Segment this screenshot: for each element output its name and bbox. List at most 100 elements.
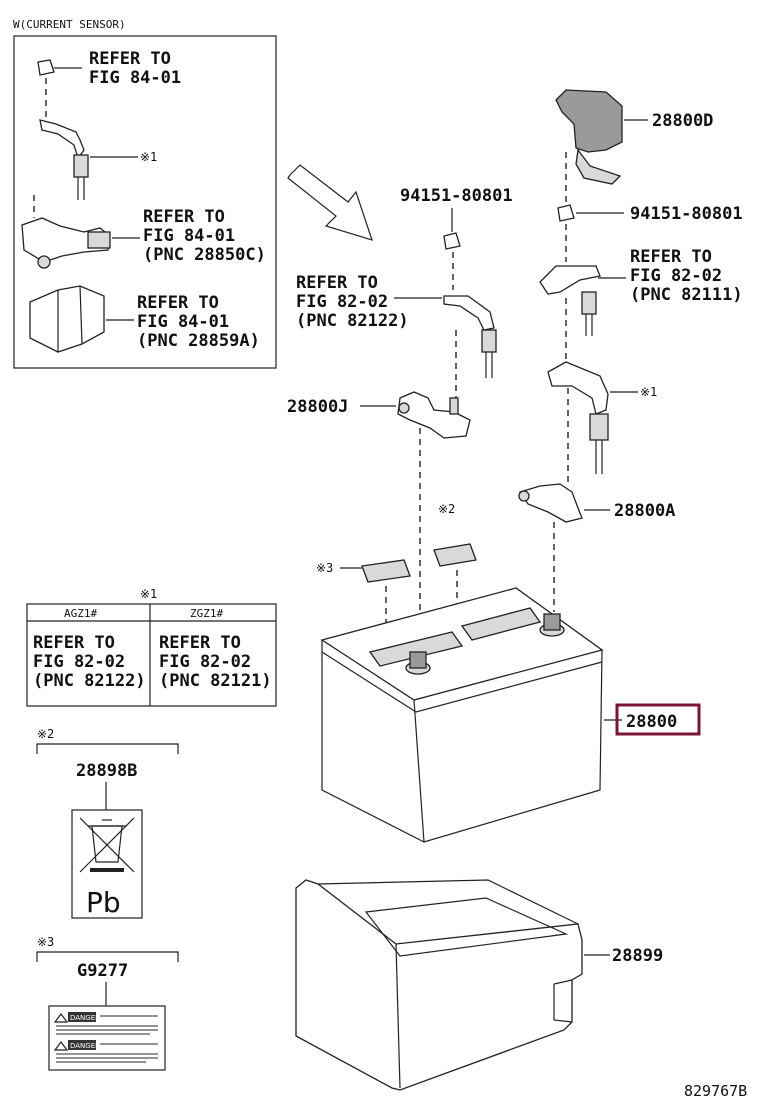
table-cell-2-line2: FIG 82-02 (159, 652, 251, 672)
inset-ref2-line1: REFER TO (143, 207, 225, 227)
table-cell-1-line2: FIG 82-02 (33, 652, 125, 672)
bracket-right-wire (585, 314, 593, 336)
battery-terminal-negative-post (409, 651, 427, 669)
table-cell-2-line3: (PNC 82121) (159, 671, 272, 691)
inset-sensor-plug (87, 231, 111, 249)
clamp-28800a (518, 483, 583, 523)
danger-tag-1-text: DANGER (70, 1014, 100, 1022)
bracket-right: REFER TO FIG 82-02 (PNC 82111) (539, 247, 743, 336)
tray-floor (364, 897, 569, 957)
label-nut-right: 94151-80801 (630, 204, 743, 224)
label-28898b-note: ※2 (37, 727, 54, 741)
inset-ref1-line2: FIG 84-01 (89, 68, 181, 88)
label-g9277-note: ※3 (37, 935, 54, 949)
clamp-28800j-bolt (398, 402, 410, 414)
bracket-right-lower-body (547, 361, 609, 415)
battery-rim (321, 651, 603, 713)
label-g9277-bracket (36, 951, 179, 962)
label-g9277-sticker (48, 1005, 166, 1071)
clamp-28800j-stud (449, 397, 459, 415)
bracket-right-body (539, 265, 601, 295)
crossed-bin-icon (79, 817, 135, 873)
inset-ref3-line2: FIG 84-01 (137, 312, 229, 332)
figure-code: 829767B (684, 1082, 747, 1100)
battery-top-pad-2 (460, 607, 542, 641)
label-g9277-text-block-1: DANGER (53, 1012, 158, 1035)
label-28800d: 28800D (652, 111, 713, 131)
label-28800a: 28800A (614, 501, 675, 521)
table-frame (26, 603, 277, 707)
tray-body (295, 879, 583, 1091)
label-g9277-text-block-2: DANGER (53, 1040, 158, 1063)
ref-right-line1: REFER TO (630, 247, 712, 267)
danger-tag-2 (68, 1040, 96, 1050)
current-sensor-inset: W(CURRENT SENSOR) REFER TO FIG 84-01 ※1 … (13, 18, 277, 369)
inset-ref2-line2: FIG 84-01 (143, 226, 235, 246)
inset-cover (29, 285, 105, 353)
bracket-left-connector (481, 329, 497, 353)
danger-tag-1 (68, 1012, 96, 1022)
highlight-box-28800 (615, 703, 701, 736)
inset-ref3-line1: REFER TO (137, 293, 219, 313)
clamp-28800j (397, 391, 471, 439)
inset-connector (73, 154, 89, 178)
battery-terminal-positive-post (543, 613, 561, 631)
inset-nut (37, 59, 55, 76)
note3-label: ※3 (316, 561, 333, 575)
inset-title: W(CURRENT SENSOR) (13, 18, 126, 31)
positive-clamp: 28800A (518, 483, 675, 523)
label-28898b: ※2 28898B Pb (36, 727, 179, 919)
warning-triangle-icon-1 (53, 1013, 69, 1023)
tray-front-edge (395, 943, 401, 1089)
ref-left-line1: REFER TO (296, 273, 378, 293)
ref-left-line2: FIG 82-02 (296, 292, 388, 312)
ref-right-line3: (PNC 82111) (630, 285, 743, 305)
table-cell-1-line1: REFER TO (33, 633, 115, 653)
inset-sensor-terminal (37, 255, 51, 269)
table-cell-2-line1: REFER TO (159, 633, 241, 653)
inset-cover-edges (57, 285, 83, 352)
label-sticker-3 (361, 559, 411, 583)
bracket-right-lower: ※1 (547, 361, 657, 474)
battery-tray: 28899 (295, 879, 663, 1091)
label-28899: 28899 (612, 946, 663, 966)
bracket-left-body (443, 295, 495, 331)
inset-bracket (39, 119, 85, 160)
label-sticker-2 (433, 543, 477, 567)
label-28898b-sticker (71, 809, 143, 919)
ref-left-line3: (PNC 82122) (296, 311, 409, 331)
cover-28800d (555, 89, 623, 153)
label-g9277-part: G9277 (77, 961, 128, 981)
battery-top-pad-1 (368, 631, 464, 667)
label-nut-left: 94151-80801 (400, 186, 513, 206)
bracket-right-lower-wire (595, 440, 603, 474)
table-cell-1-line3: (PNC 82122) (33, 671, 146, 691)
inset-wire (77, 177, 85, 200)
bracket-right-connector (581, 291, 597, 315)
tray-cutout (553, 979, 573, 1023)
direction-arrow (287, 164, 373, 241)
bracket-left-wire (485, 352, 493, 378)
bracket-left: REFER TO FIG 82-02 (PNC 82122) (296, 273, 497, 378)
positive-terminal-cover: 28800D (555, 89, 713, 185)
inset-ref1-line1: REFER TO (89, 49, 171, 69)
note2-label: ※2 (438, 502, 455, 516)
option-table: ※1 AGZ1# ZGZ1# REFER TO FIG 82-02 (PNC 8… (26, 587, 277, 707)
tray-back-rim (317, 879, 579, 925)
danger-tag-2-text: DANGER (70, 1042, 100, 1050)
battery: 28800 (320, 587, 701, 843)
inset-note1: ※1 (140, 150, 157, 164)
inset-frame (13, 35, 277, 369)
nut-right (557, 204, 575, 222)
cover-28800d-tab (575, 148, 622, 185)
battery-top (320, 587, 604, 701)
table-note: ※1 (140, 587, 157, 601)
inset-ref3-line3: (PNC 28859A) (137, 331, 260, 351)
label-28898b-bracket (36, 743, 179, 754)
nut-left (443, 232, 461, 250)
table-header-agz1: AGZ1# (64, 607, 97, 620)
label-28898b-part: 28898B (76, 761, 137, 781)
ref-right-line2: FIG 82-02 (630, 266, 722, 286)
label-28800: 28800 (626, 712, 677, 732)
